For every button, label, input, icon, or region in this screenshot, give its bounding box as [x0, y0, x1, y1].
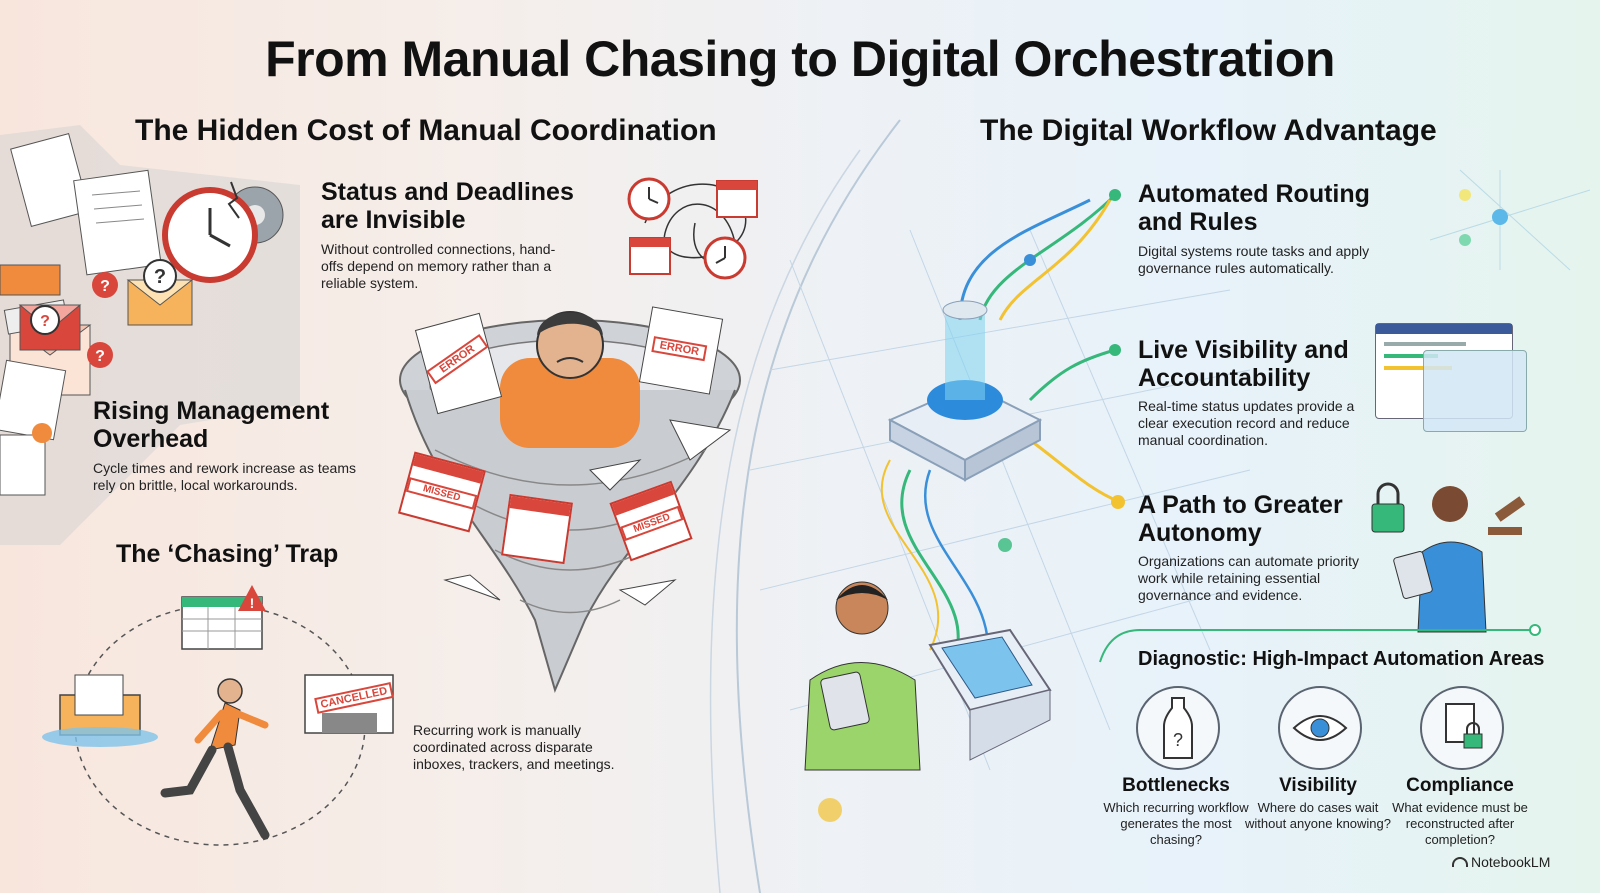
- routing-text: Digital systems route tasks and apply go…: [1138, 243, 1370, 276]
- autonomy-text: Organizations can automate priority work…: [1138, 553, 1359, 603]
- broken-clock-icon: [162, 181, 284, 283]
- overhead-title-line2: Overhead: [93, 425, 209, 453]
- right-heading: The Digital Workflow Advantage: [980, 114, 1437, 147]
- operator-kiosk-illustration: [804, 581, 1052, 771]
- page-title: From Manual Chasing to Digital Orchestra…: [265, 31, 1335, 87]
- chasing-cycle-illustration: !: [42, 585, 394, 846]
- governance-person-illustration: [1371, 482, 1526, 633]
- brand-mark: NotebookLM: [1452, 854, 1550, 872]
- document-lock-icon: [1420, 686, 1504, 770]
- diagnostic-name-bottlenecks: Bottlenecks: [1122, 775, 1230, 796]
- dashboard-overlay-icon: [1423, 350, 1527, 432]
- svg-text:!: !: [250, 595, 255, 611]
- error-document-right: ERROR: [638, 306, 724, 395]
- visibility-title: Live Visibility and Accountability: [1138, 336, 1349, 392]
- diagnostic-text-visibility: Where do cases wait without anyone knowi…: [1245, 800, 1391, 831]
- error-stamp: ERROR: [426, 333, 489, 385]
- question-badge-icons: ? ? ?: [30, 272, 118, 368]
- overhead-title: Rising Management Overhead: [93, 397, 329, 453]
- diagnostic-connector-line: [1099, 624, 1541, 663]
- autonomy-title: A Path to Greater Autonomy: [1138, 491, 1343, 547]
- svg-text:?: ?: [100, 278, 110, 295]
- routing-title: Automated Routing and Rules: [1138, 180, 1370, 236]
- svg-text:?: ?: [40, 313, 50, 330]
- brand-label: NotebookLM: [1471, 854, 1551, 870]
- diagnostic-name-compliance: Compliance: [1406, 775, 1514, 796]
- svg-text:?: ?: [1173, 730, 1183, 750]
- status-title-line1: Status and Deadlines: [321, 178, 574, 206]
- error-stamp: ERROR: [651, 336, 708, 362]
- autonomy-title-line2: Autonomy: [1138, 519, 1262, 547]
- visibility-title-line1: Live Visibility and: [1138, 336, 1349, 364]
- eye-icon: [1278, 686, 1362, 770]
- diagnostic-title: Diagnostic: High-Impact Automation Areas: [1138, 648, 1545, 670]
- autonomy-title-line1: A Path to Greater: [1138, 491, 1343, 519]
- chasing-title: The ‘Chasing’ Trap: [116, 540, 339, 568]
- paper-plane-icons: [443, 419, 732, 606]
- status-title: Status and Deadlines are Invisible: [321, 178, 574, 234]
- status-title-line2: are Invisible: [321, 206, 466, 234]
- overhead-text: Cycle times and rework increase as teams…: [93, 460, 356, 493]
- left-heading: The Hidden Cost of Manual Coordination: [135, 114, 717, 147]
- status-text: Without controlled connections, hand-off…: [321, 241, 556, 291]
- visibility-text: Real-time status updates provide a clear…: [1138, 398, 1355, 448]
- diagnostic-text-bottlenecks: Which recurring workflow generates the m…: [1103, 800, 1249, 847]
- diagnostic-name-visibility: Visibility: [1279, 775, 1357, 796]
- network-nodes-decoration: [1429, 169, 1591, 271]
- bottle-icon: ?: [1136, 686, 1220, 770]
- routing-title-line1: Automated Routing: [1138, 180, 1370, 208]
- chasing-text: Recurring work is manually coordinated a…: [413, 722, 615, 772]
- tangled-clocks-calendars-illustration: [627, 177, 758, 280]
- workflow-circuit-illustration: [749, 189, 1251, 822]
- svg-text:?: ?: [154, 266, 166, 288]
- visibility-title-line2: Accountability: [1138, 364, 1311, 392]
- routing-title-line2: and Rules: [1138, 208, 1258, 236]
- overhead-title-line1: Rising Management: [93, 397, 330, 425]
- question-mail-icon: ?: [143, 259, 177, 293]
- svg-text:?: ?: [95, 348, 105, 365]
- notebooklm-logo-icon: [1452, 857, 1468, 867]
- diagnostic-text-compliance: What evidence must be reconstructed afte…: [1392, 800, 1528, 847]
